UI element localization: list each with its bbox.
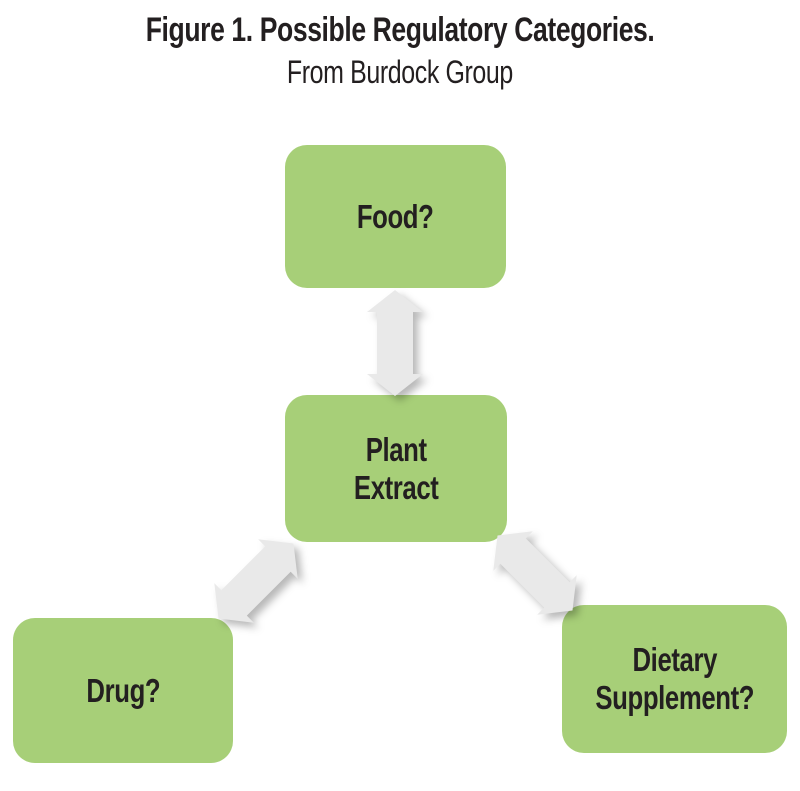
node-drug: Drug? [13,618,233,763]
node-plant-extract-line2: Extract [353,468,439,506]
node-dietary-supplement-line2: Supplement? [595,679,754,716]
double-arrow-plant-dietary-icon [493,520,577,626]
node-dietary-supplement: Dietary Supplement? [562,605,787,753]
figure-title: Figure 1. Possible Regulatory Categories… [0,10,800,50]
node-plant-extract: Plant Extract [285,395,507,542]
node-food: Food? [285,145,506,288]
figure-subtitle-text: From Burdock Group [286,54,514,90]
node-dietary-supplement-label: Dietary Supplement? [595,641,754,717]
figure-title-text: Figure 1. Possible Regulatory Categories… [145,11,655,49]
node-plant-extract-label: Plant Extract [354,431,439,507]
double-arrow-plant-drug-icon [214,528,298,634]
node-plant-extract-line1: Plant [365,430,427,468]
node-food-label: Food? [357,197,434,235]
double-arrow-plant-food-icon [367,290,423,396]
node-drug-label: Drug? [86,671,160,709]
figure-subtitle: From Burdock Group [0,52,800,92]
node-dietary-supplement-line1: Dietary [632,641,717,678]
